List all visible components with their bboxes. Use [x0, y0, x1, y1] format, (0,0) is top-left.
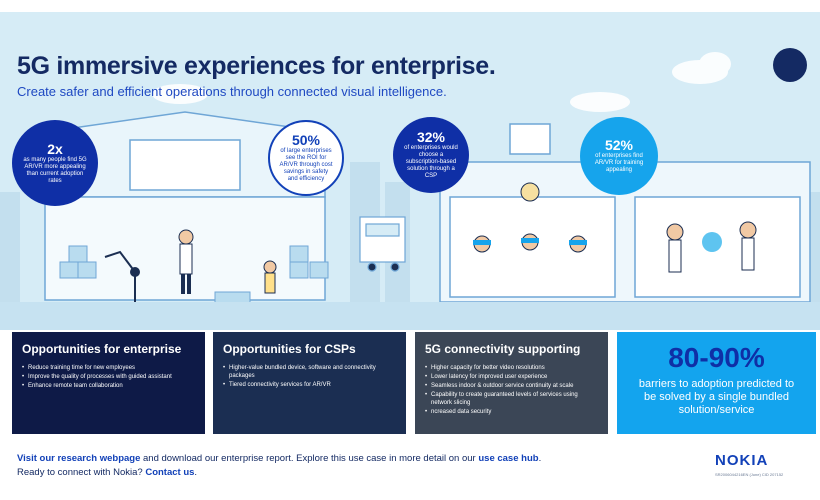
- list-item: Higher capacity for better video resolut…: [425, 364, 598, 372]
- list-item: Higher-value bundled device, software an…: [223, 364, 396, 380]
- brand-badge-icon: [773, 48, 807, 82]
- panel-csps: Opportunities for CSPs Higher-value bund…: [213, 332, 406, 434]
- clouds: [152, 52, 731, 112]
- stat-text: of large enterprises see the ROI for AR/…: [279, 148, 333, 182]
- panel-enterprise: Opportunities for enterprise Reduce trai…: [12, 332, 205, 434]
- list-item: Lower latency for improved user experien…: [425, 373, 598, 381]
- stat-bubble-32: 32% of enterprises would choose a subscr…: [393, 117, 469, 193]
- panel-title: 5G connectivity supporting: [425, 342, 581, 356]
- list-item: Improve the quality of processes with gu…: [22, 373, 195, 381]
- contact-us-link[interactable]: Contact us: [145, 467, 195, 478]
- truck-icon: [359, 216, 406, 272]
- list-item: Capability to create guaranteed levels o…: [425, 391, 598, 407]
- footer-text-2: .: [538, 453, 542, 464]
- stat-text: of enterprises find AR/VR for training a…: [594, 153, 644, 173]
- stat-bubble-50: 50% of large enterprises see the ROI for…: [268, 120, 344, 196]
- info-panels: Opportunities for enterprise Reduce trai…: [12, 332, 816, 434]
- page-title: 5G immersive experiences for enterprise.: [17, 52, 496, 80]
- panel-list: Reduce training time for new employees I…: [22, 364, 195, 390]
- stat-value: 52%: [604, 137, 634, 153]
- stat-text: of enterprises would choose a subscripti…: [404, 145, 458, 179]
- use-case-hub-link[interactable]: use case hub: [478, 453, 539, 464]
- boxes-illustration: [59, 245, 329, 305]
- worker-figure: [178, 229, 277, 294]
- stat-value: 2x: [47, 140, 63, 157]
- highlight-text: barriers to adoption predicted to be sol…: [638, 378, 795, 416]
- list-item: Tiered connectivity services for AR/VR: [223, 381, 396, 389]
- panel-5g: 5G connectivity supporting Higher capaci…: [415, 332, 608, 434]
- stat-bubble-52: 52% of enterprises find AR/VR for traini…: [580, 117, 658, 195]
- vr-trainees: [473, 182, 757, 273]
- highlight-value: 80-90%: [668, 342, 765, 373]
- stat-text: as many people find 5G AR/VR more appeal…: [23, 156, 87, 184]
- footer-text-4: .: [194, 467, 198, 478]
- panel-highlight: 80-90% barriers to adoption predicted to…: [617, 332, 816, 434]
- panel-title: Opportunities for enterprise: [22, 342, 182, 356]
- panel-list: Higher-value bundled device, software an…: [223, 364, 396, 389]
- list-item: ncreased data security: [425, 408, 598, 416]
- list-item: Reduce training time for new employees: [22, 364, 195, 372]
- footer-text-3: Ready to connect with Nokia?: [17, 467, 146, 478]
- robot-arm-icon: [104, 250, 140, 304]
- stat-bubble-2x: 2x as many people find 5G AR/VR more app…: [12, 120, 98, 206]
- legal-code: SR2006044216EN (June) CID 207152: [715, 472, 784, 477]
- ground-line: [0, 302, 820, 330]
- hero-illustration: 5G immersive experiences for enterprise.…: [0, 12, 820, 330]
- panel-title: Opportunities for CSPs: [223, 342, 356, 356]
- scene-illustration: [0, 52, 820, 330]
- list-item: Enhance remote team collaboration: [22, 382, 195, 390]
- list-item: Seamless indoor & outdoor service contin…: [425, 382, 598, 390]
- footer-text: Visit our research webpage and download …: [17, 452, 697, 480]
- stat-value: 50%: [291, 132, 321, 148]
- page-subtitle: Create safer and efficient operations th…: [17, 84, 447, 99]
- panel-list: Higher capacity for better video resolut…: [425, 364, 598, 416]
- nokia-logo: NOKIA: [715, 452, 769, 469]
- footer-text-1: and download our enterprise report. Expl…: [140, 453, 479, 464]
- stat-value: 32%: [416, 129, 446, 145]
- research-webpage-link[interactable]: Visit our research webpage: [17, 453, 141, 464]
